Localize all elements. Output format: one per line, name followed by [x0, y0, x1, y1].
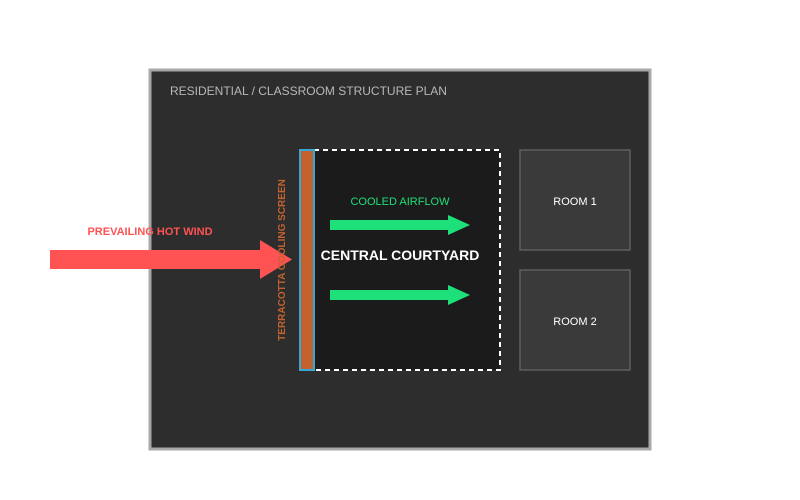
- prevailing-wind-label: PREVAILING HOT WIND: [87, 226, 212, 238]
- room-1-label: ROOM 1: [553, 196, 596, 208]
- prevailing-wind-arrow: [50, 240, 292, 279]
- room-2: ROOM 2: [519, 269, 631, 371]
- plan-title: RESIDENTIAL / CLASSROOM STRUCTURE PLAN: [170, 84, 447, 98]
- cooled-airflow-arrow-upper: [330, 215, 470, 235]
- room-1: ROOM 1: [519, 149, 631, 251]
- cooled-airflow-arrow-lower: [330, 285, 470, 305]
- terracotta-cooling-screen: [299, 149, 315, 371]
- cooling-screen-label: TERRACOTTA COOLING SCREEN: [277, 179, 288, 341]
- room-2-label: ROOM 2: [553, 316, 596, 328]
- central-courtyard: [313, 149, 501, 371]
- courtyard-label: CENTRAL COURTYARD: [321, 247, 480, 263]
- cooled-airflow-label: COOLED AIRFLOW: [350, 196, 450, 208]
